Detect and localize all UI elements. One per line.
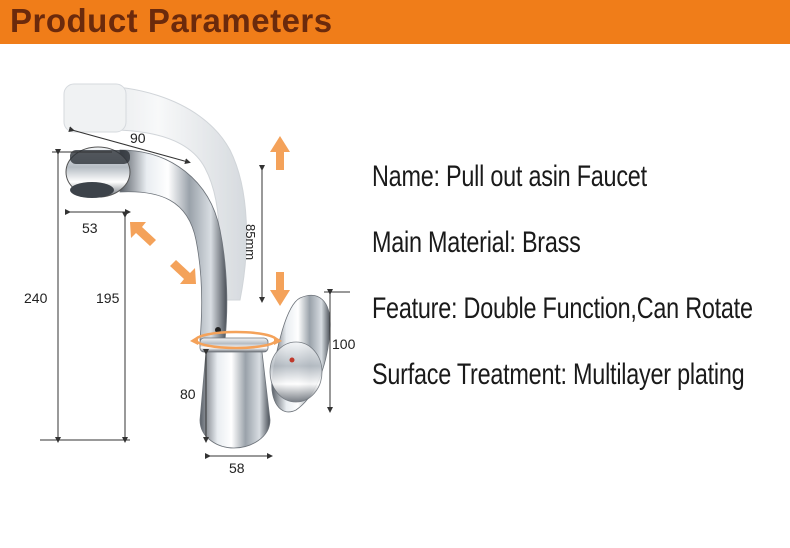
dim-aerator: 53 xyxy=(82,220,98,236)
header-bar: Product Parameters xyxy=(0,0,790,44)
spec-surface: Surface Treatment: Multilayer plating xyxy=(372,358,745,391)
rotate-arrow-icon xyxy=(190,330,282,350)
faucet-body xyxy=(199,294,331,449)
dim-base-height: 80 xyxy=(180,386,196,402)
dim-pullout: 85mm xyxy=(243,224,258,261)
spec-feature: Feature: Double Function,Can Rotate xyxy=(372,292,753,325)
dim-base-width: 58 xyxy=(229,460,245,476)
pullout-arrow-icon xyxy=(130,136,290,306)
page-title: Product Parameters xyxy=(10,2,333,39)
dim-total-height: 240 xyxy=(24,290,48,306)
main-spout xyxy=(65,146,228,341)
faucet-diagram: 90 53 240 195 85mm 100 80 58 xyxy=(0,44,370,548)
dim-handle: 100 xyxy=(332,336,356,352)
faucet-illustration xyxy=(40,83,350,459)
dim-spout-height: 195 xyxy=(96,290,120,306)
spec-material: Main Material: Brass xyxy=(372,226,581,259)
spec-name: Name: Pull out asin Faucet xyxy=(372,160,647,193)
dim-spout-length: 90 xyxy=(130,130,146,146)
dimension-lines xyxy=(40,126,350,459)
